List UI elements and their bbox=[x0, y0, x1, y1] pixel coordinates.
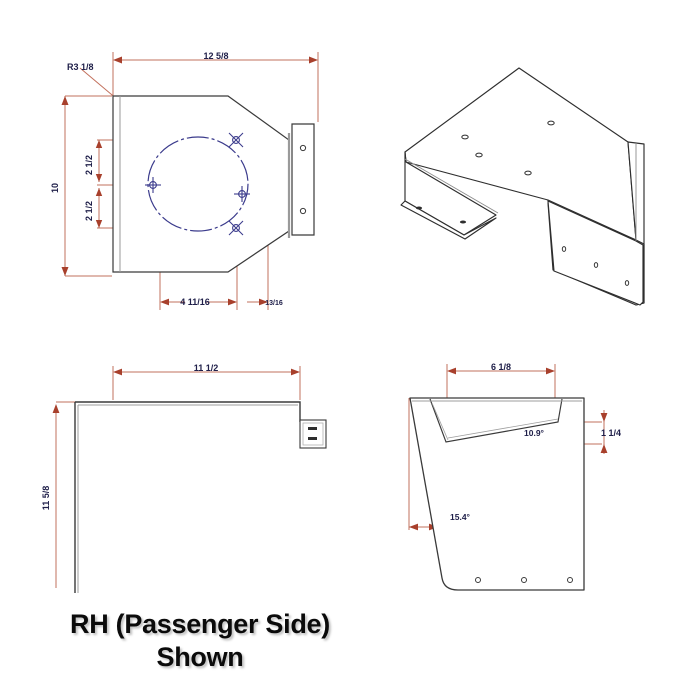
view-front: 6 1/8 1 1/4 10.9° 15.4° bbox=[388, 352, 688, 607]
bolt-circle bbox=[147, 136, 249, 232]
flange-hole bbox=[299, 207, 307, 215]
bolt-holes-group bbox=[145, 132, 250, 236]
front-hole bbox=[521, 577, 527, 583]
iso-hole bbox=[524, 170, 532, 176]
tab-slot bbox=[308, 427, 317, 430]
iso-tab-slots bbox=[415, 206, 467, 224]
dim-side-height: 11 5/8 bbox=[41, 486, 51, 511]
dimension-lines-side bbox=[55, 366, 301, 588]
dimension-text-group-side: 11 1/2 11 5/8 bbox=[41, 363, 218, 510]
dim-angle-outer: 15.4° bbox=[450, 512, 471, 522]
dim-overall-width: 12 5/8 bbox=[203, 51, 228, 61]
iso-slot bbox=[415, 206, 423, 210]
view-side: 11 1/2 11 5/8 bbox=[20, 348, 360, 593]
front-hole bbox=[567, 577, 573, 583]
dim-hole-pitch-horizontal: 4 11/16 bbox=[180, 297, 210, 307]
right-flange-plan bbox=[291, 123, 315, 236]
iso-hole bbox=[461, 134, 469, 140]
caption-line-2: Shown bbox=[156, 642, 244, 672]
dim-hole-spacing-upper: 2 1/2 bbox=[84, 155, 94, 175]
tab-slot bbox=[308, 437, 317, 440]
bolt-hole-top bbox=[228, 132, 244, 148]
dimension-text-group-plan: 12 5/8 10 2 1/2 2 1/2 4 11/16 13/16 bbox=[50, 51, 283, 307]
dim-edge-offset: 13/16 bbox=[265, 300, 283, 307]
iso-hole bbox=[547, 120, 555, 126]
dim-side-width: 11 1/2 bbox=[194, 363, 219, 373]
dimension-text-group-front: 6 1/8 1 1/4 10.9° 15.4° bbox=[450, 362, 621, 522]
iso-hole bbox=[475, 152, 483, 158]
drawing-caption: RH (Passenger Side) Shown bbox=[0, 608, 400, 674]
iso-hole bbox=[561, 246, 567, 252]
iso-hole bbox=[624, 280, 630, 286]
part-outline-front bbox=[409, 397, 585, 591]
side-mounting-tab bbox=[299, 419, 327, 449]
iso-hole bbox=[593, 262, 599, 268]
front-hole bbox=[475, 577, 481, 583]
dim-top-opening-width: 6 1/8 bbox=[491, 362, 511, 372]
dim-radius-note: R3 1/8 bbox=[67, 62, 94, 72]
front-bottom-holes bbox=[475, 577, 573, 583]
dim-overall-height: 10 bbox=[50, 183, 60, 193]
dim-drop-height: 1 1/4 bbox=[601, 428, 621, 438]
view-top-plan: 12 5/8 10 2 1/2 2 1/2 4 11/16 13/16 bbox=[0, 0, 370, 345]
bolt-hole-bottom bbox=[228, 220, 244, 236]
bolt-hole-left bbox=[145, 177, 161, 193]
front-inner-pocket bbox=[429, 398, 563, 443]
iso-slot bbox=[459, 220, 467, 224]
flange-hole bbox=[299, 144, 307, 152]
iso-side-holes bbox=[561, 246, 630, 286]
dimension-arrowheads-side bbox=[52, 368, 300, 413]
part-outline-plan bbox=[112, 95, 290, 273]
iso-deck-holes bbox=[461, 120, 555, 176]
front-pocket-bottom bbox=[447, 418, 559, 439]
part-outline-side bbox=[74, 401, 301, 593]
front-pocket-edge bbox=[431, 402, 449, 441]
bolt-hole-right bbox=[234, 186, 250, 202]
caption-line-1: RH (Passenger Side) bbox=[70, 609, 330, 639]
dim-hole-spacing-lower: 2 1/2 bbox=[84, 201, 94, 221]
dim-angle-inner: 10.9° bbox=[524, 428, 545, 438]
view-isometric bbox=[378, 55, 688, 335]
iso-fold-line bbox=[404, 158, 499, 214]
